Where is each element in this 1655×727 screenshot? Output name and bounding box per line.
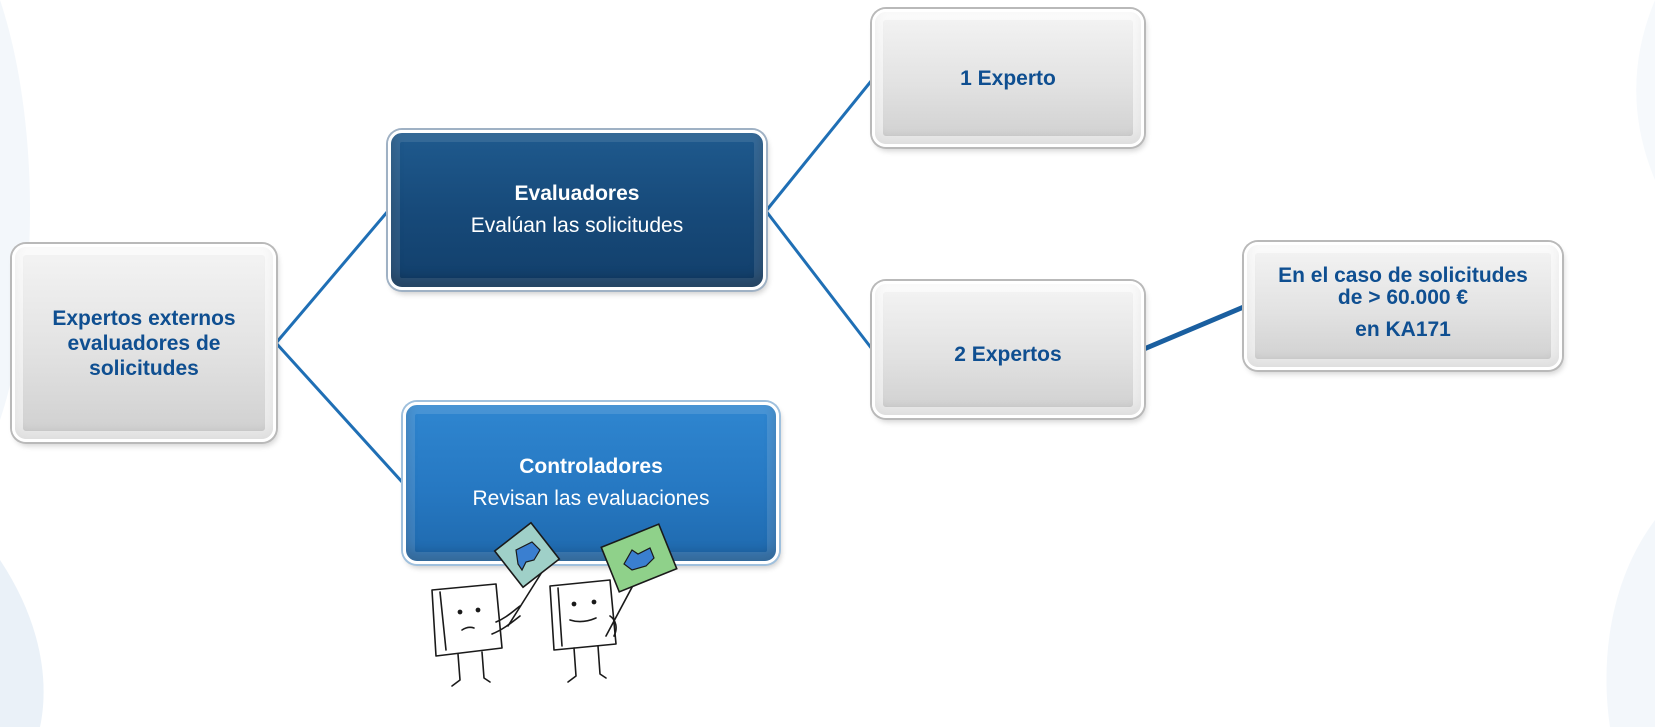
node-one-expert-label: 1 Experto — [960, 66, 1056, 90]
node-evaluadores: Evaluadores Evalúan las solicitudes — [388, 130, 766, 290]
connector-two-note — [1143, 303, 1247, 352]
node-note-line3: en KA171 — [1355, 318, 1451, 341]
mascots-illustration — [431, 521, 678, 687]
node-note-line2: de > 60.000 € — [1337, 286, 1469, 309]
connector-evaluadores-two — [764, 210, 874, 350]
left-sign-stick — [507, 571, 543, 627]
node-one-expert: 1 Experto — [872, 9, 1144, 147]
node-two-experts: 2 Expertos — [872, 281, 1144, 418]
connector-root-evaluadores — [274, 210, 390, 344]
node-evaluadores-subtitle: Evalúan las solicitudes — [470, 214, 684, 237]
node-root-label: Expertos externos evaluadores de solicit… — [52, 306, 236, 380]
node-two-experts-label: 2 Expertos — [954, 343, 1062, 366]
thumbs-down-sign-icon — [493, 521, 561, 589]
node-evaluadores-title: Evaluadores — [514, 182, 640, 205]
connector-evaluadores-one — [764, 79, 874, 212]
node-root: Expertos externos evaluadores de solicit… — [12, 244, 276, 442]
connector-root-controladores — [274, 341, 405, 485]
right-character — [549, 579, 617, 651]
node-note: En el caso de solicitudes de > 60.000 € … — [1244, 242, 1562, 370]
left-character — [431, 583, 503, 657]
node-controladores-subtitle: Revisan las evaluaciones — [472, 487, 710, 510]
thumbs-up-sign-icon — [600, 523, 678, 593]
node-note-line1: En el caso de solicitudes — [1278, 264, 1528, 287]
node-controladores: Controladores Revisan las evaluaciones — [403, 402, 779, 564]
node-controladores-title: Controladores — [519, 455, 663, 478]
